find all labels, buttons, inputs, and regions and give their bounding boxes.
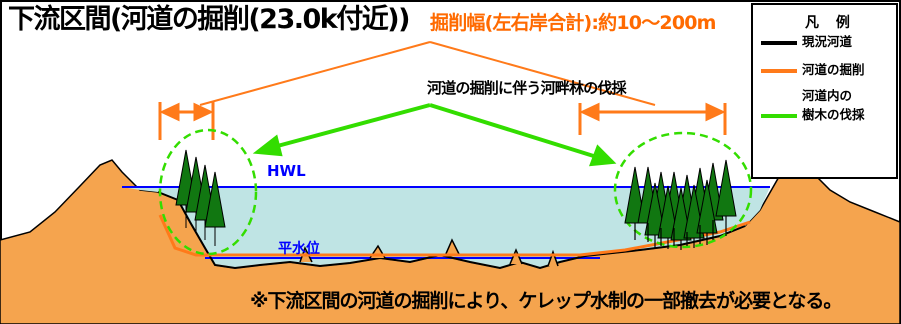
legend: 凡 例 現況河道 河道の掘削 河道内の 樹木の伐採 <box>751 3 898 179</box>
tree-clearing-callout: 河道の掘削に伴う河畔林の伐採 <box>427 79 627 97</box>
trees-left <box>175 149 226 246</box>
legend-swatch-existing-channel <box>761 41 797 45</box>
legend-title: 凡 例 <box>805 15 856 31</box>
hwl-label: HWL <box>267 162 306 180</box>
legend-label-excavation: 河道の掘削 <box>802 62 865 77</box>
existing-riverbed-line <box>157 191 746 270</box>
normal-water-level-label: 平水位 <box>278 241 320 257</box>
legend-label-tree-clearing-1: 河道内の <box>802 88 853 103</box>
page-title: 下流区間(河道の掘削(23.0k付近)) <box>8 4 410 35</box>
tree-zone-left <box>158 128 258 256</box>
excavation-width-label: 掘削幅(左右岸合計):約10～200m <box>430 12 716 34</box>
water-body <box>122 187 770 268</box>
footnote: ※下流区間の河道の掘削により、ケレップ水制の一部撤去が必要となる。 <box>250 290 842 312</box>
tree-zone-right <box>613 131 753 249</box>
legend-swatch-excavation <box>761 69 797 73</box>
groyne-remnants <box>299 238 559 267</box>
excavation-width-right-marker <box>578 102 727 135</box>
trees-right <box>624 159 737 250</box>
excavation-width-left-marker <box>158 102 215 140</box>
legend-swatch-tree-clearing <box>761 114 797 118</box>
excavation-leader-lines <box>199 41 656 106</box>
tree-clearing-arrows <box>252 103 617 167</box>
legend-label-existing-channel: 現況河道 <box>802 34 853 49</box>
legend-label-tree-clearing-2: 樹木の伐採 <box>802 107 865 122</box>
excavation-line <box>158 214 751 257</box>
